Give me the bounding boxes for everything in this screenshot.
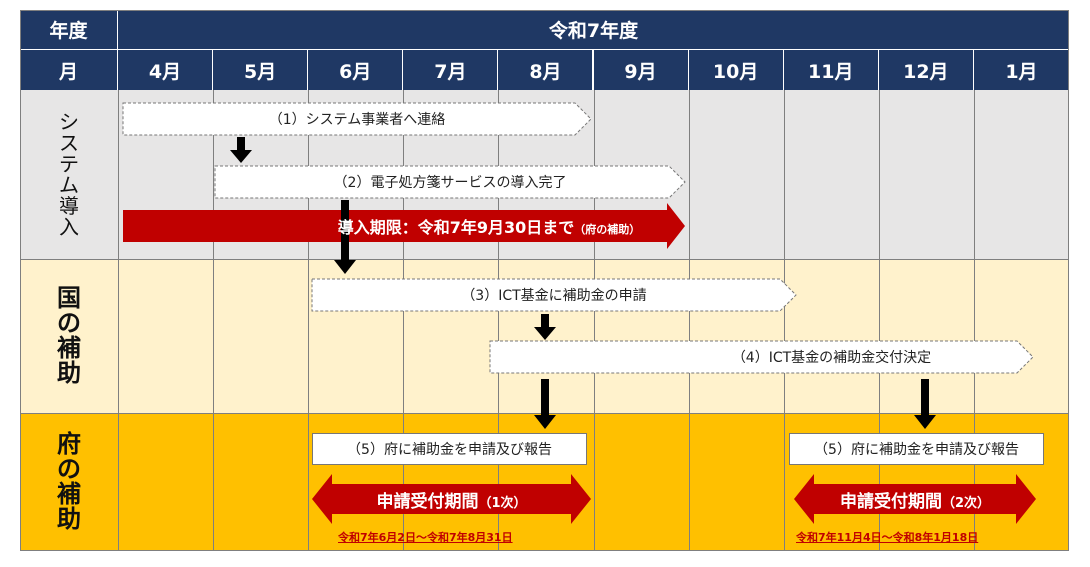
- grid-line: [878, 90, 880, 551]
- month-header-10: 1月: [973, 50, 1069, 90]
- row-label-char: 助: [57, 359, 81, 388]
- fiscal-year-header: 令和7年度: [118, 10, 1069, 50]
- frame: [20, 10, 1069, 551]
- step-2-arrow-shape: [214, 165, 686, 199]
- step-3-arrow-shape: [311, 278, 797, 312]
- row-label-char: の: [57, 454, 81, 483]
- month-header-8: 11月: [783, 50, 879, 90]
- step-3-label: （3）ICT基金に補助金の申請: [461, 288, 647, 304]
- step-2-label: （2）電子処方箋サービスの導入完了: [333, 175, 567, 191]
- application-period-1: 申請受付期間（1次）: [312, 474, 591, 524]
- month-header-5: 8月: [498, 50, 594, 90]
- arrow-down-5: [914, 379, 936, 429]
- step-5-report-second: （5）府に補助金を申請及び報告: [789, 433, 1044, 465]
- row-label-prefecture: 府の補助: [20, 413, 118, 551]
- deadline-arrow: 導入期限：令和7年9月30日まで（府の補助）: [123, 203, 685, 249]
- month-header-1: 4月: [118, 50, 214, 90]
- row-label-char: の: [57, 308, 81, 337]
- row-label-national: 国の補助: [20, 259, 118, 413]
- deadline-arrow-shape: [123, 203, 685, 249]
- year-header-label: 年度: [20, 10, 118, 50]
- divider-national: [20, 259, 1069, 260]
- step-3-apply-ict: （3）ICT基金に補助金の申請: [311, 278, 797, 312]
- grid-line: [213, 90, 215, 551]
- step-4-grant-decision: （4）ICT基金の補助金交付決定: [489, 340, 1034, 374]
- row-label-char: 国: [57, 283, 81, 312]
- grid-line: [403, 90, 405, 551]
- row-label-system: システム導入: [20, 90, 118, 259]
- step-4-arrow-shape: [489, 340, 1034, 374]
- period-2-dates: 令和7年11月4日～令和8年1月18日: [796, 531, 979, 544]
- deadline-label: 導入期限：令和7年9月30日まで: [337, 218, 575, 237]
- step-2-install-complete: （2）電子処方箋サービスの導入完了: [214, 165, 686, 199]
- month-header-2: 5月: [213, 50, 309, 90]
- row-label-char: テ: [59, 151, 79, 176]
- row-label-char: 補: [57, 480, 81, 508]
- period-1-arrow-shape: [312, 474, 591, 524]
- period-2-tag: （2次）: [941, 495, 991, 511]
- grid-line: [118, 90, 119, 551]
- month-header-6: 9月: [593, 50, 689, 90]
- period-1-label: 申請受付期間: [376, 491, 479, 512]
- step-4-label: （4）ICT基金の補助金交付決定: [731, 350, 932, 366]
- grid-line: [308, 90, 310, 551]
- row-label-char: 導: [59, 193, 79, 218]
- grid-line: [973, 90, 975, 551]
- grid-line: [498, 90, 500, 551]
- row-label-char: 補: [57, 334, 81, 362]
- period-2-label: 申請受付期間: [839, 491, 942, 512]
- period-1-tag: （1次）: [478, 495, 527, 511]
- grid-line: [688, 90, 690, 551]
- arrow-down-2: [334, 200, 356, 274]
- row-label-char: 助: [57, 505, 81, 534]
- row-label-char: ム: [59, 172, 79, 197]
- step-5-report-first: （5）府に補助金を申請及び報告: [312, 433, 587, 465]
- arrow-down-1: [230, 137, 252, 163]
- grid-line: [783, 90, 785, 551]
- step-1-contact-vendor: （1）システム事業者へ連絡: [122, 102, 592, 136]
- step-1-arrow-shape: [122, 102, 592, 136]
- row-label-char: ス: [59, 130, 79, 155]
- month-header-9: 12月: [878, 50, 974, 90]
- arrow-down-4: [534, 379, 556, 429]
- month-header-label: 月: [20, 50, 118, 90]
- period-2-arrow-shape: [794, 474, 1036, 524]
- month-header-3: 6月: [308, 50, 404, 90]
- row-label-char: シ: [59, 109, 79, 134]
- month-header-4: 7月: [403, 50, 499, 90]
- arrow-down-3: [534, 314, 556, 340]
- month-header-7: 10月: [688, 50, 784, 90]
- row-label-char: 入: [59, 214, 79, 239]
- grid-line: [593, 90, 595, 551]
- period-1-dates: 令和7年6月2日～令和7年8月31日: [338, 531, 513, 544]
- deadline-note: （府の補助）: [574, 223, 641, 236]
- step-1-label: （1）システム事業者へ連絡: [268, 112, 446, 128]
- row-label-char: 府: [57, 429, 81, 458]
- application-period-2: 申請受付期間（2次）: [794, 474, 1036, 524]
